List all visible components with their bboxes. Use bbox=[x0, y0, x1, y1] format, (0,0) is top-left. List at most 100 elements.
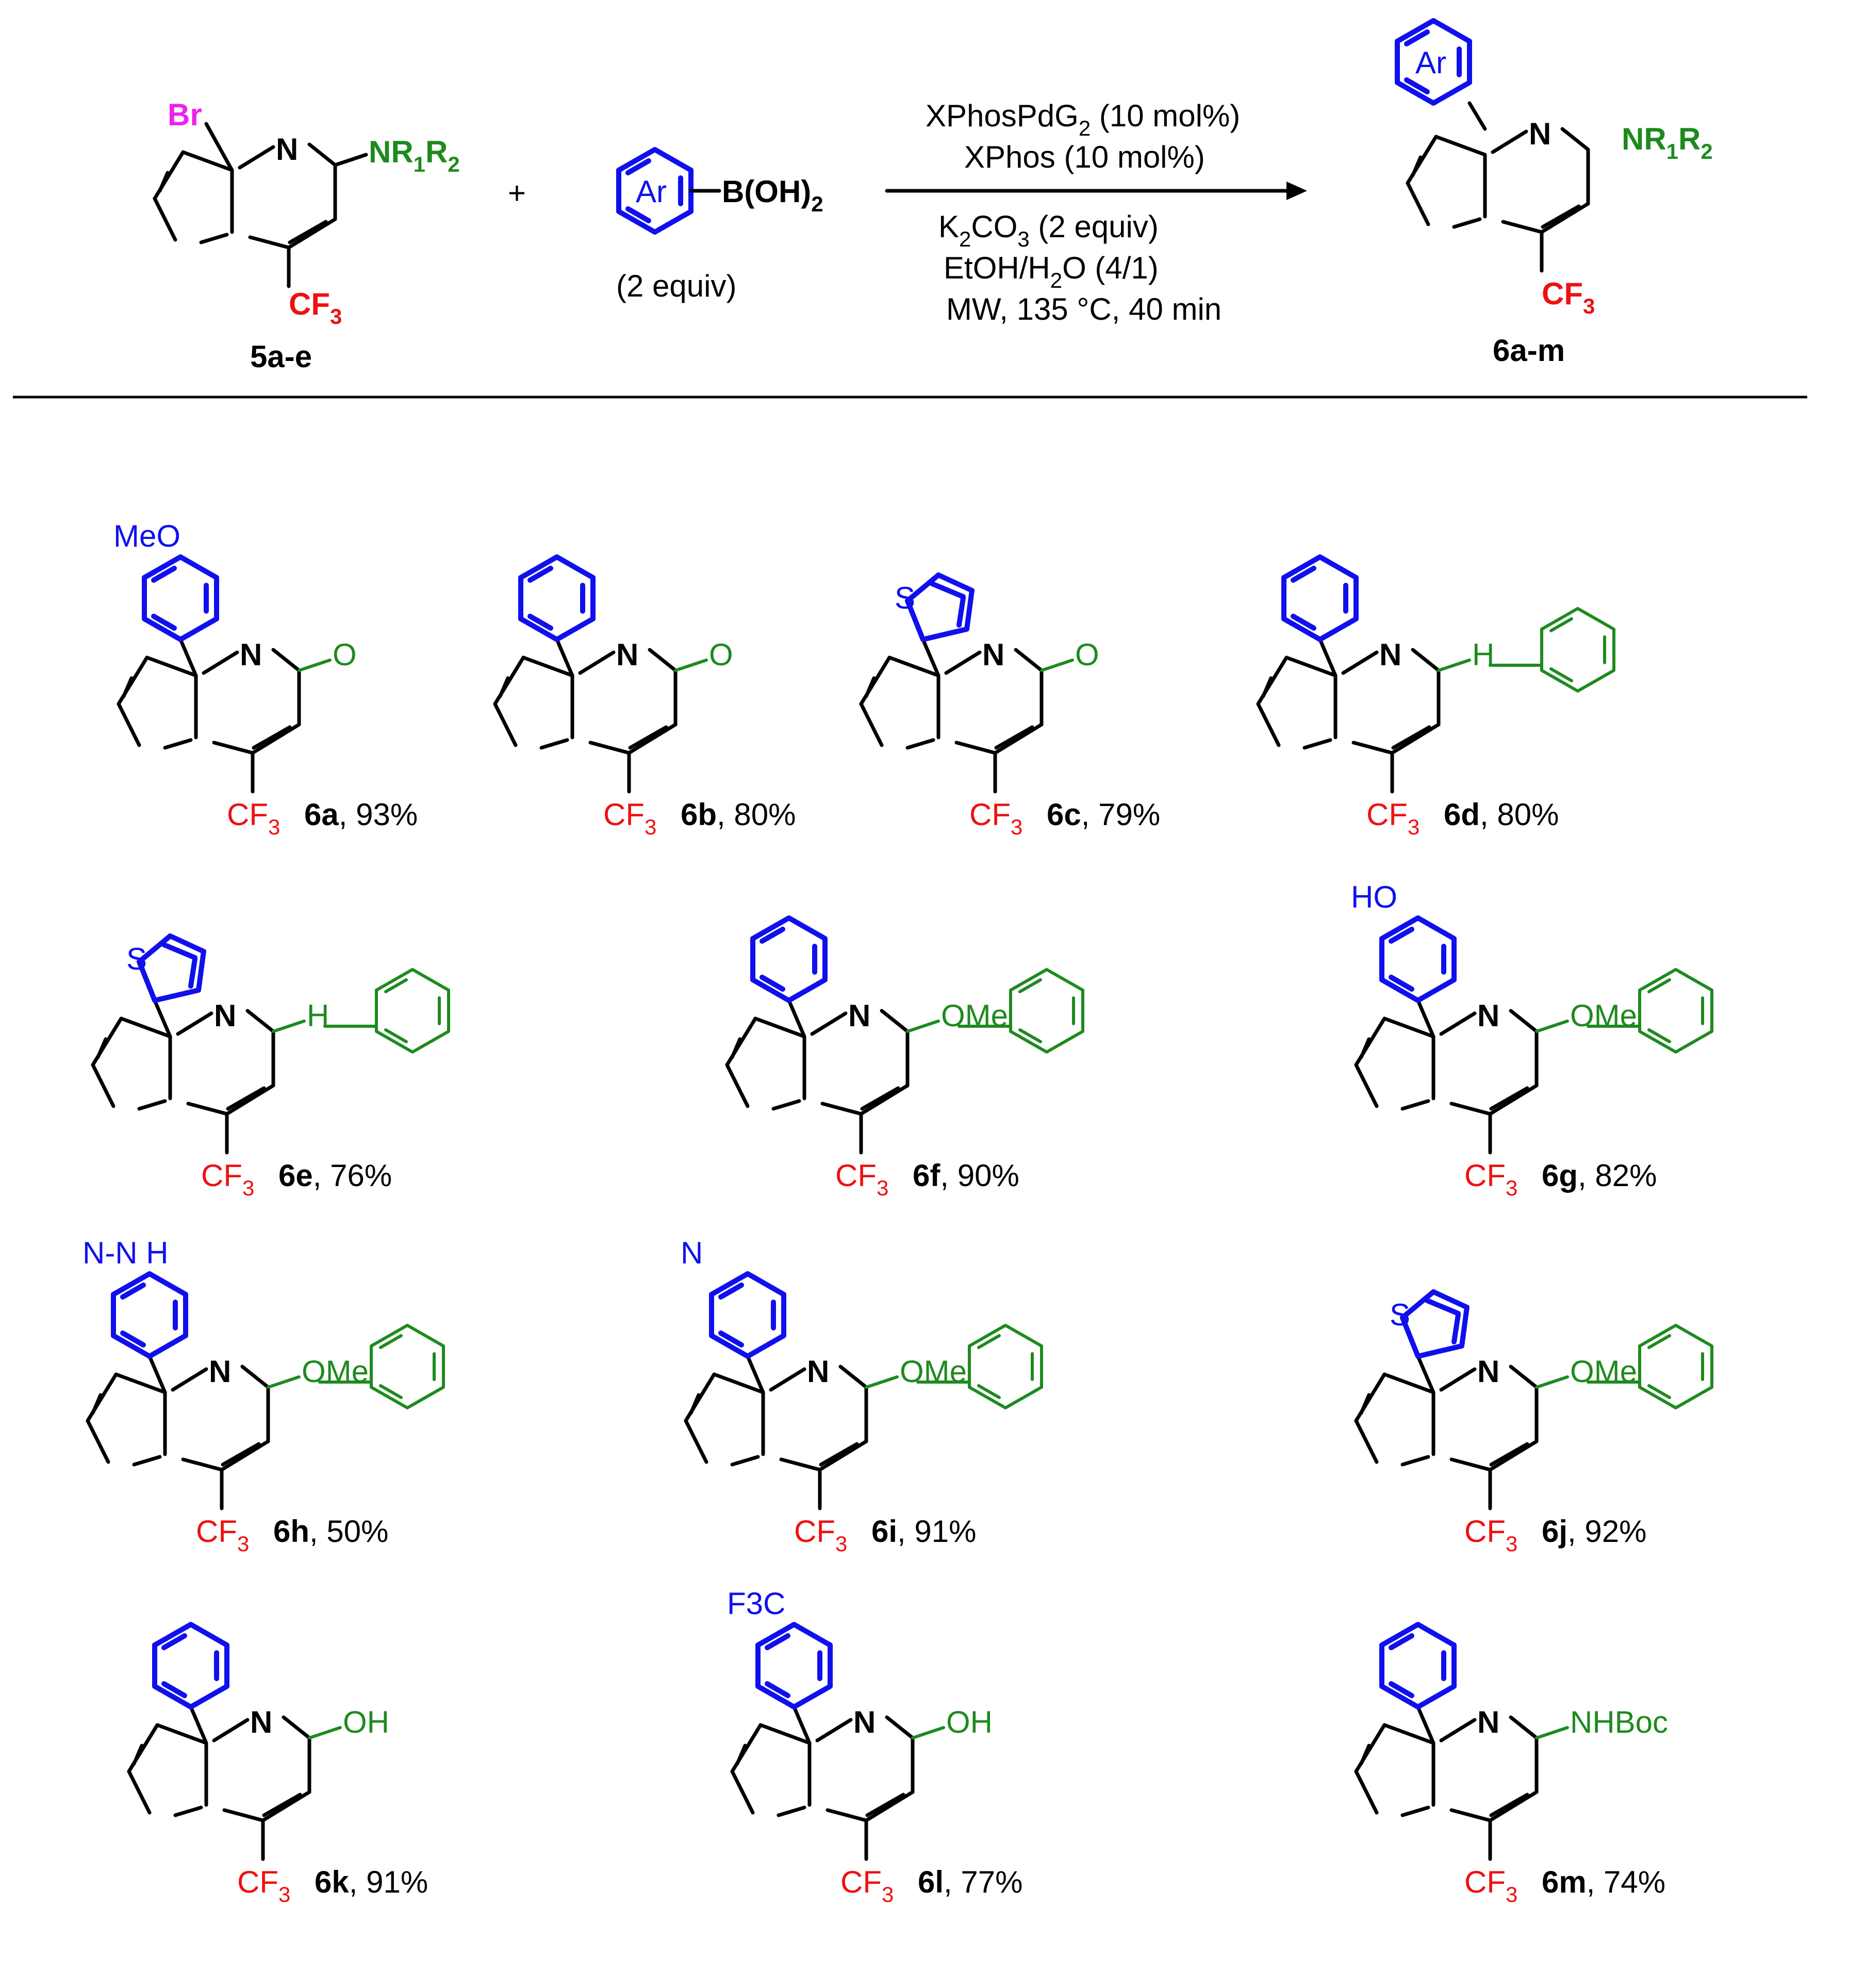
amine-label-6a: O bbox=[333, 637, 357, 672]
cf3-6l: CF3 bbox=[840, 1865, 894, 1907]
cf3-6e: CF3 bbox=[201, 1158, 254, 1200]
cf3-6d: CF3 bbox=[1366, 797, 1419, 839]
aryl-group-6a: MeO bbox=[113, 519, 217, 639]
aryl-label: N-N H bbox=[82, 1236, 169, 1270]
aryl-group-6b bbox=[521, 557, 593, 639]
yield-label-6k: 6k, 91% bbox=[315, 1865, 428, 1899]
aryl-label: HO bbox=[1351, 880, 1397, 914]
svg-text:NR1R2: NR1R2 bbox=[1622, 122, 1713, 163]
aryl-group-6i: N bbox=[681, 1236, 784, 1356]
ring-n: N bbox=[209, 1354, 231, 1389]
ring-n: N bbox=[848, 998, 870, 1033]
yield-label-6a: 6a, 93% bbox=[304, 797, 418, 832]
svg-text:N: N bbox=[1529, 117, 1551, 151]
boronic-acid: Ar B(OH)2 (2 equiv) bbox=[616, 150, 823, 303]
svg-text:CF3: CF3 bbox=[289, 287, 342, 328]
product-6b: N O CF3 6b, 80% bbox=[495, 557, 796, 839]
yield-label-6i: 6i, 91% bbox=[871, 1514, 976, 1549]
amine-label-6b: O bbox=[709, 637, 733, 672]
ring-n: N bbox=[214, 998, 236, 1033]
aryl-group-6l: F3C bbox=[727, 1586, 830, 1707]
yield-label-6d: 6d, 80% bbox=[1444, 797, 1559, 832]
ring-n: N bbox=[853, 1705, 876, 1739]
aryl-group-6e: S bbox=[126, 936, 204, 1000]
yield-label-6j: 6j, 92% bbox=[1542, 1514, 1646, 1549]
ring-n: N bbox=[240, 637, 262, 672]
svg-text:NR1R2: NR1R2 bbox=[369, 135, 460, 176]
yield-label-6h: 6h, 50% bbox=[273, 1514, 388, 1549]
amine-label-6c: O bbox=[1075, 637, 1099, 672]
amine-label-6k: OH bbox=[343, 1705, 389, 1739]
amine-label: NR bbox=[369, 135, 414, 169]
svg-text:Ar: Ar bbox=[1415, 45, 1446, 80]
aryl-group-6k bbox=[155, 1624, 227, 1707]
aryl-group-6h: N-N H bbox=[82, 1236, 186, 1356]
conditions: XPhosPdG2 (10 mol%) XPhos (10 mol%) K2CO… bbox=[885, 98, 1307, 326]
product-6l: N F3C OH CF3 6l, 77% bbox=[727, 1586, 1022, 1907]
product-6-general: Ar N NR1R2 CF3 6a-m bbox=[1397, 21, 1713, 368]
amine-label-6l: OH bbox=[946, 1705, 993, 1739]
svg-text:XPhos (10 mol%): XPhos (10 mol%) bbox=[964, 140, 1205, 174]
cf3-6j: CF3 bbox=[1464, 1514, 1517, 1556]
amine-label-6m: NHBoc bbox=[1570, 1705, 1668, 1739]
ring-n: N bbox=[982, 637, 1004, 672]
cf3-6k: CF3 bbox=[237, 1865, 290, 1907]
ring-n: N bbox=[1477, 998, 1499, 1033]
ring-n: N bbox=[616, 637, 638, 672]
starting-material-5: Br N NR1R2 CF3 5a-e bbox=[155, 97, 460, 374]
product-6a: N MeO O CF3 6a, 93% bbox=[113, 519, 418, 839]
aryl-label: MeO bbox=[113, 519, 180, 553]
yield-label-6f: 6f, 90% bbox=[913, 1158, 1019, 1193]
cf3-6g: CF3 bbox=[1464, 1158, 1517, 1200]
svg-text:XPhosPdG2 (10 mol%): XPhosPdG2 (10 mol%) bbox=[926, 98, 1240, 140]
ring-n: N bbox=[1379, 637, 1401, 672]
ring-n: N bbox=[1477, 1354, 1499, 1389]
yield-label-6m: 6m, 74% bbox=[1542, 1865, 1665, 1899]
aryl-label: N bbox=[681, 1236, 703, 1270]
starting-material-label: 5a-e bbox=[250, 339, 312, 374]
yield-label-6e: 6e, 76% bbox=[278, 1158, 392, 1193]
aryl-group-6m bbox=[1382, 1624, 1454, 1707]
svg-text:K2CO3 (2 equiv): K2CO3 (2 equiv) bbox=[938, 209, 1159, 251]
plus-sign: + bbox=[508, 176, 526, 210]
ring-n: N bbox=[1477, 1705, 1499, 1739]
product-6k: N OH CF3 6k, 91% bbox=[129, 1624, 428, 1907]
cf3-6m: CF3 bbox=[1464, 1865, 1517, 1907]
boronic-label: B(OH) bbox=[722, 174, 811, 209]
cf3-label: CF bbox=[289, 287, 330, 321]
ring-n: N bbox=[807, 1354, 829, 1389]
svg-text:MW, 135 °C, 40 min: MW, 135 °C, 40 min bbox=[946, 292, 1221, 326]
svg-text:EtOH/H2O (4/1): EtOH/H2O (4/1) bbox=[944, 251, 1159, 292]
cf3-6i: CF3 bbox=[794, 1514, 847, 1556]
yield-label-6l: 6l, 77% bbox=[918, 1865, 1022, 1899]
ring-n-label: N bbox=[276, 132, 298, 167]
cf3-6b: CF3 bbox=[603, 797, 656, 839]
yield-label-6b: 6b, 80% bbox=[681, 797, 796, 832]
aryl-label: S bbox=[126, 942, 147, 976]
aryl-label: S bbox=[1390, 1297, 1410, 1332]
yield-label-6g: 6g, 82% bbox=[1542, 1158, 1657, 1193]
yield-label-6c: 6c, 79% bbox=[1047, 797, 1160, 832]
cf3-6h: CF3 bbox=[196, 1514, 249, 1556]
ar-label: Ar bbox=[636, 174, 667, 209]
boronic-equiv: (2 equiv) bbox=[616, 269, 736, 303]
aryl-group-6g: HO bbox=[1351, 880, 1454, 1000]
product-label: 6a-m bbox=[1493, 333, 1565, 368]
ring-n: N bbox=[250, 1705, 272, 1739]
svg-text:B(OH)2: B(OH)2 bbox=[722, 174, 823, 216]
cf3-6c: CF3 bbox=[969, 797, 1022, 839]
cf3-6a: CF3 bbox=[227, 797, 280, 839]
aryl-group-6j: S bbox=[1390, 1292, 1467, 1356]
aryl-group-6c: S bbox=[895, 575, 972, 639]
aryl-label: S bbox=[895, 581, 915, 615]
aryl-group-6d bbox=[1284, 557, 1356, 639]
aryl-group-6f bbox=[753, 918, 825, 1000]
product-6c: N S O CF3 6c, 79% bbox=[861, 575, 1160, 839]
